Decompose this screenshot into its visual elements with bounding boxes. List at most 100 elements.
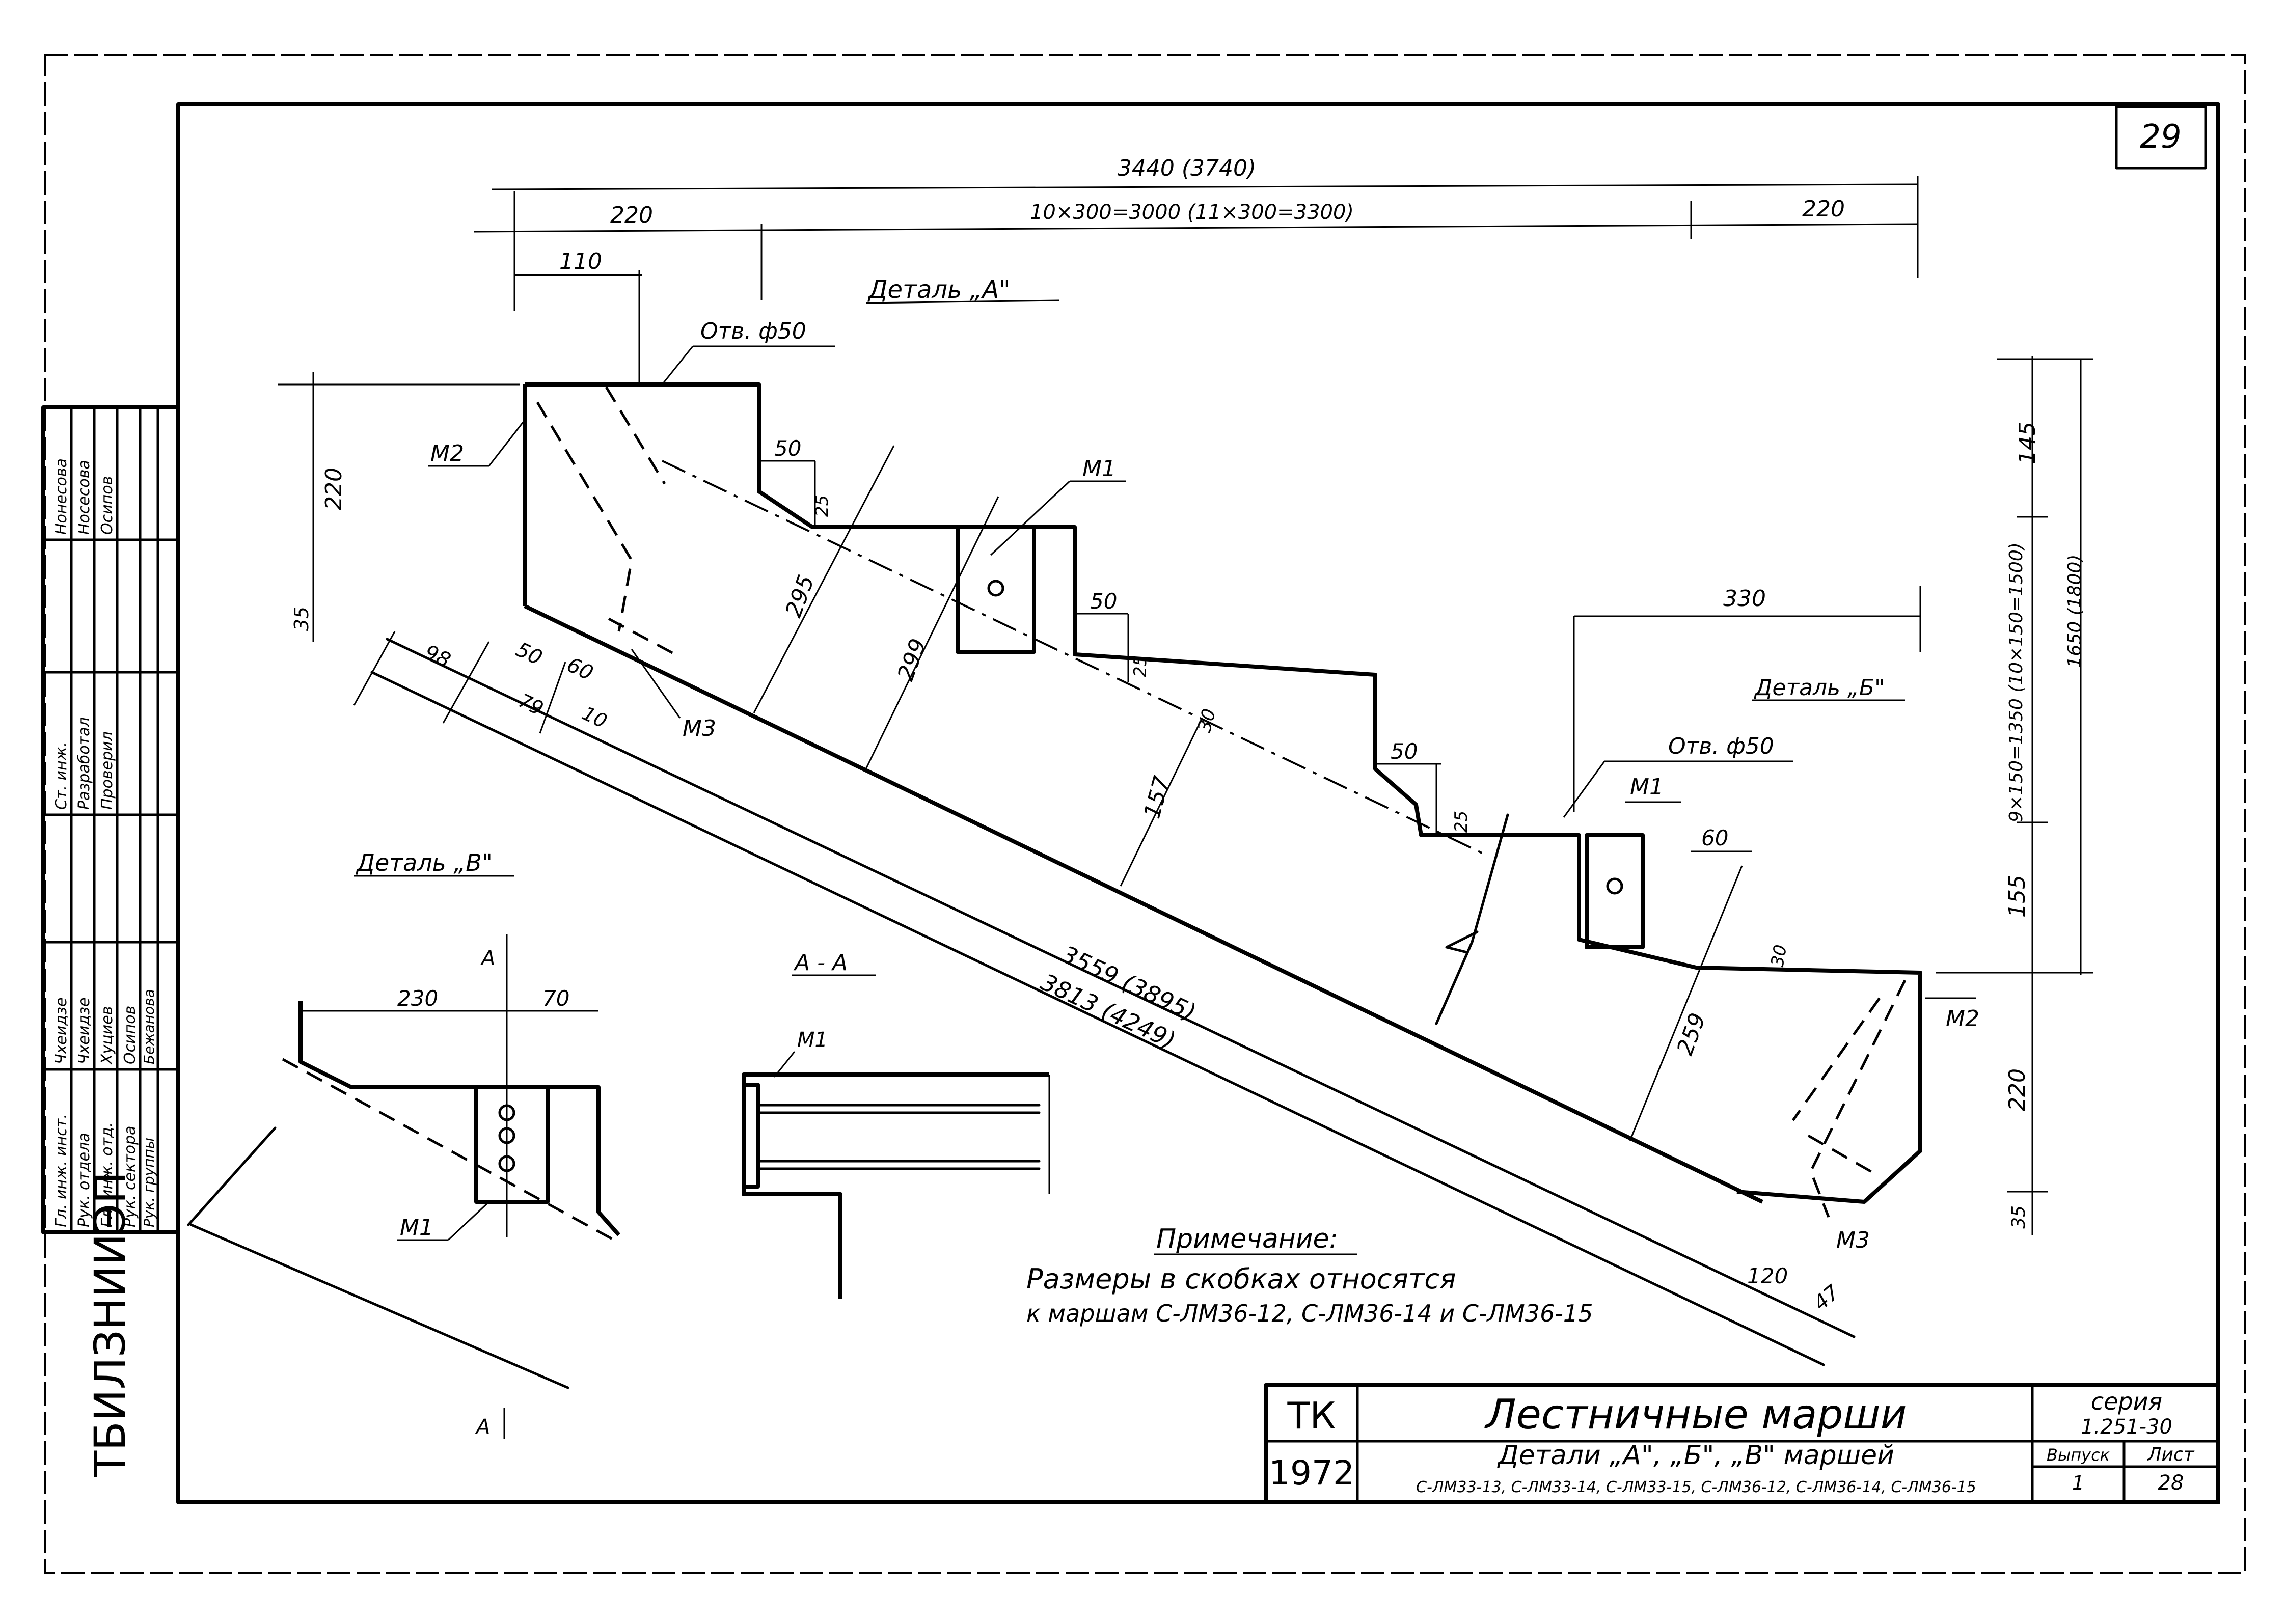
dim-right-35: 35 <box>2008 1205 2029 1229</box>
stamp-name-4: Осипов <box>121 1006 139 1064</box>
dim-flight-height: 9×150=1350 (10×150=1500) <box>2006 542 2027 822</box>
detail-b-m3: М3 <box>1836 1227 1870 1253</box>
detail-v-m1: М1 <box>400 1215 433 1241</box>
dim-right-end: 220 <box>1802 196 1845 222</box>
dim-left-35: 35 <box>290 607 313 631</box>
detail-b-hole: Отв. ф50 <box>1668 733 1774 759</box>
title-series-label: серия <box>2091 1388 2162 1415</box>
detail-a-d50-top: 50 <box>774 436 801 461</box>
side-stamp: Гл. инж. инст. Чхеидзе Рук. отдела Чхеид… <box>41 405 180 1477</box>
stamp-right-role-3: Проверил <box>98 731 116 810</box>
stamp-right-name-3: Осипов <box>98 476 116 535</box>
detail-v-plate <box>474 1085 550 1204</box>
detail-a-d50-mid: 50 <box>1090 589 1117 614</box>
dim-overall-length: 3440 (3740) <box>1118 155 1256 181</box>
detail-b: Деталь „Б" Отв. ф50 М1 60 30 М2 259 М3 1… <box>1563 675 1979 1315</box>
detail-b-m2: М2 <box>1946 1006 1979 1032</box>
title-code: 1972 <box>1269 1453 1354 1493</box>
stamp-right-role-2: Разработал <box>75 717 93 810</box>
note-line2: к маршам С-ЛМ36-12, С-ЛМ36-14 и С-ЛМ36-1… <box>1026 1300 1593 1327</box>
stamp-role-2: Рук. отдела <box>75 1133 93 1227</box>
note-title: Примечание: <box>1156 1224 1338 1254</box>
detail-a-d299: 299 <box>892 635 932 684</box>
dim-left-220: 220 <box>321 467 347 510</box>
detail-v-d70: 70 <box>542 986 569 1011</box>
detail-v-d230: 230 <box>397 986 438 1011</box>
title-subtitle: Детали „А", „Б", „В" маршей <box>1497 1440 1894 1471</box>
detail-a-m1: М1 <box>1082 456 1116 482</box>
title-main: Лестничные марши <box>1484 1391 1907 1438</box>
detail-a-d157: 157 <box>1139 774 1175 821</box>
plate-m1-b <box>1585 833 1645 949</box>
detail-a-d295: 295 <box>780 571 820 620</box>
dim-right-145: 145 <box>2015 422 2040 464</box>
stamp-name-5: Бежанова <box>141 989 157 1064</box>
detail-a: Деталь „А" Отв. ф50 М2 М1 М3 50 25 295 2… <box>428 276 1472 887</box>
right-dimensions: 145 9×150=1350 (10×150=1500) 1650 (1800)… <box>1573 356 2093 1235</box>
top-dimensions: 3440 (3740) 220 10×300=3000 (11×300=3300… <box>473 155 1919 387</box>
stamp-role-1: Гл. инж. инст. <box>52 1114 70 1227</box>
stamp-role-5: Рук. группы <box>141 1138 157 1227</box>
note: Примечание: Размеры в скобках относятся … <box>1026 1224 1593 1327</box>
title-sheet-label: Лист <box>2146 1444 2194 1465</box>
section-aa-title: А - А <box>793 950 848 976</box>
stamp-name-2: Чхеидзе <box>75 998 93 1064</box>
flight-d79: 79 <box>515 689 547 720</box>
detail-a-d25-top: 25 <box>812 495 832 517</box>
stamp-institute: ТБИЛЗНИИЭП <box>85 1172 135 1477</box>
detail-a-d25-low: 25 <box>1451 811 1472 833</box>
dim-step-chain: 10×300=3000 (11×300=3300) <box>1030 201 1354 224</box>
detail-b-d120: 120 <box>1747 1263 1788 1288</box>
detail-a-m3: М3 <box>683 715 716 741</box>
detail-v-section-mark-bottom: А <box>475 1415 490 1439</box>
detail-v-title: Деталь „В" <box>356 849 493 876</box>
stamp-right-role-1: Ст. инж. <box>52 742 70 810</box>
section-aa-m1: М1 <box>797 1028 828 1052</box>
detail-a-d25-mid: 25 <box>1130 655 1151 677</box>
stamp-name-1: Чхеидзе <box>52 998 70 1064</box>
detail-a-d50-low: 50 <box>1391 739 1418 764</box>
flight-d10: 10 <box>579 702 610 732</box>
stamp-role-4: Рук. сектора <box>121 1126 139 1227</box>
detail-v: Деталь „В" А 230 70 М1 А <box>187 849 620 1439</box>
dim-offset-110: 110 <box>559 249 602 274</box>
detail-a-d30: 30 <box>1194 706 1220 734</box>
flight-d50: 50 <box>512 638 546 670</box>
detail-v-section-mark-top: А <box>480 947 495 970</box>
detail-a-m2: М2 <box>430 441 464 466</box>
detail-b-d259: 259 <box>1672 1009 1711 1058</box>
stamp-name-3: Хуциев <box>98 1006 116 1065</box>
flight-d60: 60 <box>563 653 597 685</box>
detail-b-d30: 30 <box>1767 943 1791 969</box>
title-subtitle2: С-ЛМ33-13, С-ЛМ33-14, С-ЛМ33-15, С-ЛМ36-… <box>1416 1478 1976 1496</box>
flight-slope-dimensions: 98 50 60 79 10 3559 (3895) 3813 (4249) <box>353 631 1200 1054</box>
flight-outline <box>370 382 1922 1366</box>
section-aa: А - А М1 <box>742 950 1050 1299</box>
dim-width-330: 330 <box>1723 586 1766 612</box>
detail-b-d47: 47 <box>1809 1280 1844 1315</box>
sheet-number-box <box>2115 105 2207 170</box>
dim-right-220: 220 <box>2004 1068 2030 1111</box>
title-sheet-value: 28 <box>2158 1471 2184 1495</box>
title-tk: ТК <box>1287 1394 1336 1437</box>
title-issue-label: Выпуск <box>2047 1445 2110 1465</box>
sheet-number: 29 <box>2140 118 2181 156</box>
note-line1: Размеры в скобках относятся <box>1026 1263 1456 1295</box>
stamp-right-name-1: Нонесова <box>52 458 70 535</box>
stamp-right-name-2: Носесова <box>75 460 93 535</box>
dim-right-155: 155 <box>2004 875 2030 918</box>
detail-b-d60: 60 <box>1701 825 1728 850</box>
detail-b-m1: М1 <box>1630 774 1664 800</box>
title-series-value: 1.251-30 <box>2081 1415 2172 1439</box>
stamp-role-3: Гл. инж. отд. <box>98 1122 116 1227</box>
detail-a-title: Деталь „А" <box>867 276 1010 304</box>
left-dimensions: 220 35 <box>278 372 520 642</box>
title-issue-value: 1 <box>2072 1472 2084 1494</box>
title-block: ТК 1972 Лестничные марши Детали „А", „Б"… <box>1264 1383 2220 1504</box>
dim-left-end: 220 <box>610 202 653 228</box>
detail-b-title: Деталь „Б" <box>1754 675 1885 701</box>
detail-a-hole: Отв. ф50 <box>700 318 806 344</box>
plate-m1-a <box>956 525 1036 654</box>
dim-overall-height: 1650 (1800) <box>2064 555 2085 668</box>
